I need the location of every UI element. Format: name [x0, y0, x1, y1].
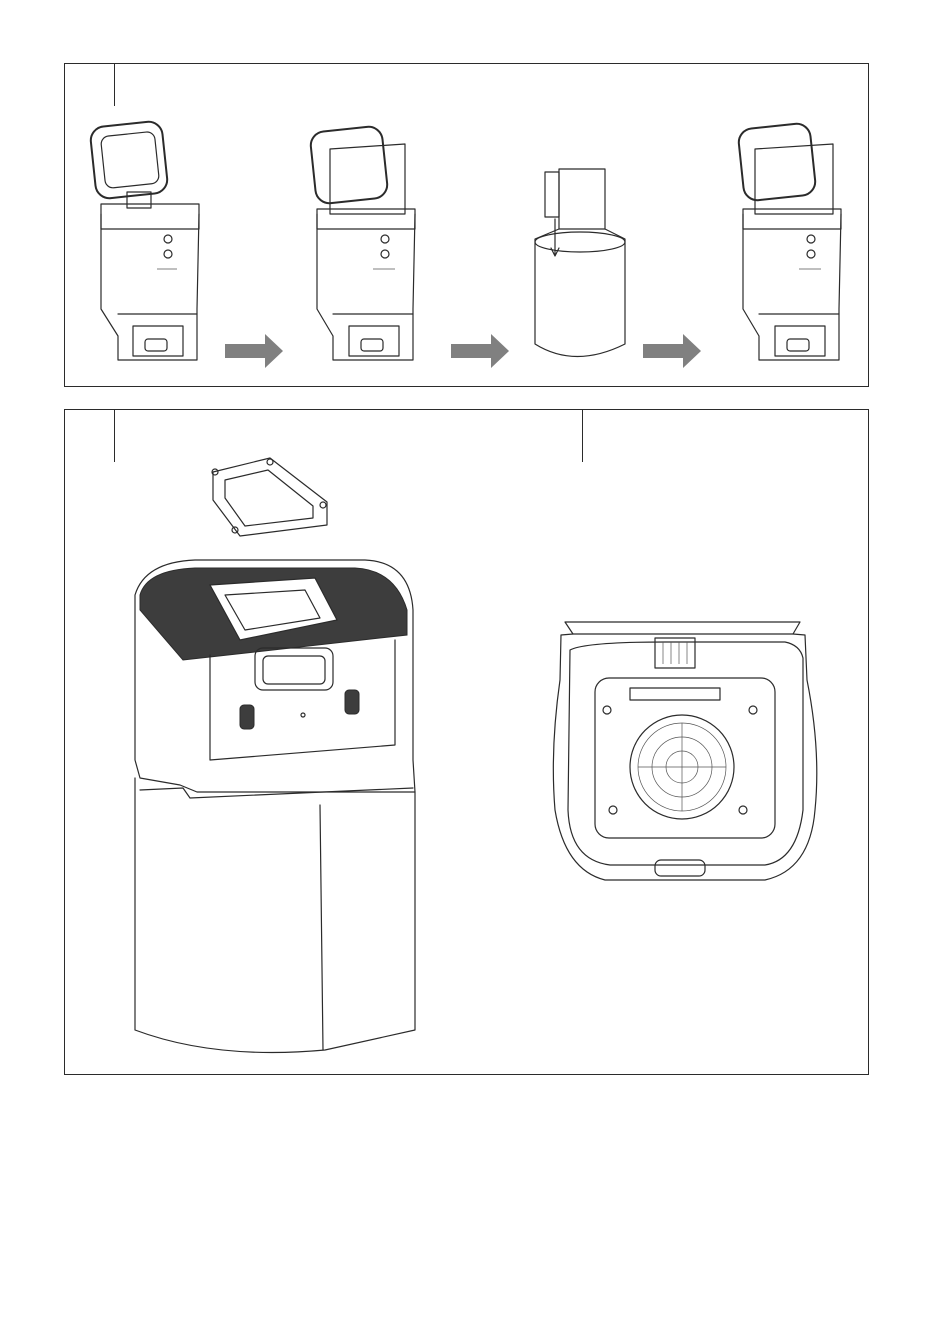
bag-replacement-panel — [64, 63, 869, 387]
lid-underside-filter-icon — [553, 622, 816, 880]
step-arrow-2 — [451, 334, 509, 368]
station-body-icon — [135, 560, 415, 1053]
step-arrow-1 — [225, 334, 283, 368]
step-arrow-3 — [643, 334, 701, 368]
station-bin-open-icon — [89, 120, 199, 360]
filter-cleaning-panel — [64, 409, 869, 1075]
station-bag-inserted-icon — [309, 125, 415, 360]
dust-bag-icon — [535, 169, 625, 357]
station-bag-installed-icon — [737, 122, 841, 360]
filter-cleaning-illustration — [65, 410, 870, 1076]
gasket-frame-icon — [212, 458, 327, 536]
bag-replacement-illustration — [65, 64, 870, 388]
